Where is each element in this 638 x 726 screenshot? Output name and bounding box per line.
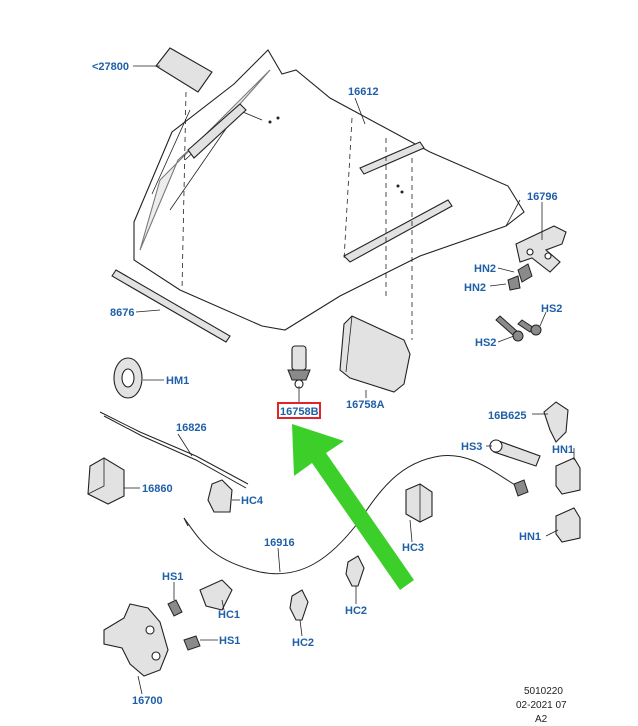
grommet-hm1 bbox=[113, 357, 143, 399]
label-16860: 16860 bbox=[142, 483, 173, 495]
footer-code: 5010220 bbox=[524, 686, 563, 697]
hood-dashed-guides bbox=[181, 91, 413, 340]
label-16b625: 16B625 bbox=[488, 410, 527, 422]
footer-date: 02-2021 07 bbox=[516, 700, 567, 711]
clip-hc3 bbox=[405, 483, 433, 523]
insulator-16758a bbox=[339, 315, 411, 393]
bracket-hn1-a bbox=[555, 457, 581, 495]
label-hs1-b: HS1 bbox=[219, 635, 240, 647]
highlight-box bbox=[277, 402, 321, 419]
label-hm1: HM1 bbox=[166, 375, 189, 387]
bolt-hs1-a bbox=[167, 599, 183, 617]
cable-clip bbox=[513, 479, 529, 497]
bracket-hn1-b bbox=[555, 507, 581, 543]
hood-panel bbox=[133, 49, 525, 331]
footer-rev: A2 bbox=[535, 714, 548, 725]
label-hs1-a: HS1 bbox=[162, 571, 183, 583]
label-hs2-a: HS2 bbox=[541, 303, 562, 315]
label-16916: 16916 bbox=[264, 537, 295, 549]
latch-16700 bbox=[103, 603, 169, 677]
bumper-16758b bbox=[287, 345, 311, 389]
label-hc2-b: HC2 bbox=[292, 637, 314, 649]
pointer-arrow bbox=[292, 424, 414, 590]
bolt-hs1-b bbox=[183, 635, 201, 651]
label-16758b: 16758B bbox=[280, 406, 319, 418]
trim-strip-8676 bbox=[111, 269, 231, 343]
label-hc3: HC3 bbox=[402, 542, 424, 554]
clip-hc2-a bbox=[345, 555, 365, 587]
label-hn1-a: HN1 bbox=[552, 444, 574, 456]
label-16826: 16826 bbox=[176, 422, 207, 434]
clip-hc4 bbox=[207, 479, 233, 513]
label-hn1-b: HN1 bbox=[519, 531, 541, 543]
hinge-16796 bbox=[507, 225, 567, 291]
clip-hc2-b bbox=[289, 589, 309, 621]
label-hc4: HC4 bbox=[241, 495, 264, 507]
bolt-hs2-a bbox=[495, 315, 524, 342]
label-27800: <27800 bbox=[92, 61, 129, 73]
cable-fitting-hs3 bbox=[489, 439, 541, 467]
label-hs2-b: HS2 bbox=[475, 337, 496, 349]
label-hc1: HC1 bbox=[218, 609, 240, 621]
decal-27800 bbox=[155, 47, 213, 93]
label-16612: 16612 bbox=[348, 86, 379, 98]
label-hc2-a: HC2 bbox=[345, 605, 367, 617]
bracket-16860 bbox=[87, 457, 125, 505]
diagram-footer: 5010220 02-2021 07 A2 bbox=[516, 686, 567, 725]
label-hn2-b: HN2 bbox=[464, 282, 486, 294]
clip-hc1 bbox=[199, 579, 233, 611]
bolt-hs2-b bbox=[517, 319, 542, 336]
label-8676: 8676 bbox=[110, 307, 134, 319]
label-hn2-a: HN2 bbox=[474, 263, 496, 275]
label-16796: 16796 bbox=[527, 191, 558, 203]
part-labels: <27800 16612 16796 HN2 HN2 HS2 HS2 8676 … bbox=[92, 61, 574, 707]
handle-16b625 bbox=[543, 401, 569, 443]
cable-16826 bbox=[99, 411, 249, 489]
label-16758a: 16758A bbox=[346, 399, 385, 411]
label-16700: 16700 bbox=[132, 695, 163, 707]
leader-lines bbox=[124, 65, 575, 695]
label-hs3: HS3 bbox=[461, 441, 482, 453]
